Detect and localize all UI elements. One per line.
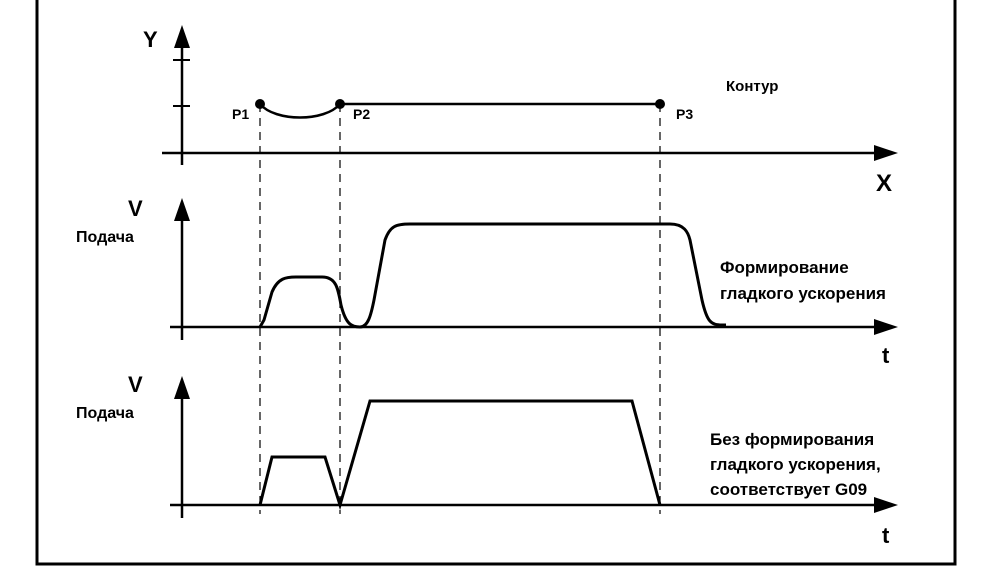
t-axis-label: t — [882, 523, 890, 548]
x-axis-label: X — [876, 170, 892, 197]
diagram-frame — [35, 0, 957, 566]
point-p1-label: P1 — [232, 106, 249, 122]
t-axis-arrow-icon — [874, 497, 898, 513]
smooth-feed-panel: V Подача t Формирование гладкого ускорен… — [76, 196, 898, 368]
v-axis-arrow-icon — [174, 198, 190, 221]
contour-arc-p1-p2 — [259, 103, 341, 119]
smooth-feed-profile — [258, 222, 726, 329]
y-axis-label: Y — [143, 27, 158, 52]
y-axis-arrow-icon — [174, 25, 190, 48]
smooth-caption-line1: Формирование — [720, 258, 849, 277]
trapezoid-feed-profile — [258, 399, 662, 511]
point-p2-label: P2 — [353, 106, 370, 122]
point-p3-marker — [655, 99, 665, 109]
point-p3-label: P3 — [676, 106, 693, 122]
point-p2-marker — [335, 99, 345, 109]
v-axis-arrow-icon — [174, 376, 190, 399]
v-axis-label: V — [128, 196, 143, 221]
t-axis-arrow-icon — [874, 319, 898, 335]
t-axis-label: t — [882, 343, 890, 368]
nosmooth-caption-line1: Без формирования — [710, 430, 874, 449]
nosmooth-caption-line3: соответствует G09 — [710, 480, 867, 499]
v-axis-label: V — [128, 372, 143, 397]
smooth-caption-line2: гладкого ускорения — [720, 284, 886, 303]
guide-lines — [259, 104, 661, 514]
feed-axis-label: Подача — [76, 405, 134, 422]
point-p1-marker — [255, 99, 265, 109]
no-smooth-feed-panel: V Подача t Без формирования гладкого уск… — [76, 372, 898, 548]
feed-axis-label: Подача — [76, 229, 134, 246]
contour-panel: Y X P1 P2 P3 Контур — [143, 25, 898, 197]
x-axis-arrow-icon — [874, 145, 898, 161]
nosmooth-caption-line2: гладкого ускорения, — [710, 455, 881, 474]
contour-caption: Контур — [726, 78, 778, 95]
